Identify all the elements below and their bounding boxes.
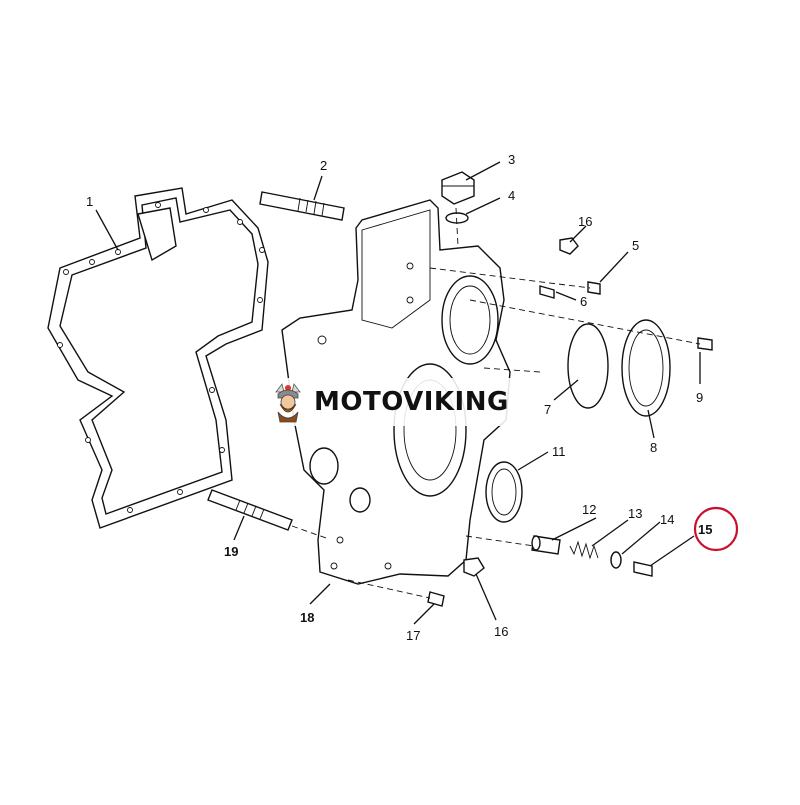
callout-17: 17 bbox=[406, 628, 420, 643]
callout-5: 5 bbox=[632, 238, 639, 253]
gasket-part bbox=[47, 187, 269, 529]
bolt-part-5 bbox=[587, 281, 601, 295]
washer-part bbox=[610, 551, 622, 569]
callout-2: 2 bbox=[320, 158, 327, 173]
valve-plunger-part bbox=[531, 535, 561, 555]
callout-19: 19 bbox=[224, 544, 238, 559]
highlight-circle bbox=[693, 506, 739, 552]
viking-mascot-icon bbox=[275, 383, 301, 423]
callout-16-bottom: 16 bbox=[494, 624, 508, 639]
assembly-axis bbox=[291, 525, 327, 539]
assembly-axis bbox=[455, 207, 459, 247]
bolt-part-9 bbox=[697, 337, 713, 351]
nut-part-16b bbox=[463, 557, 485, 577]
callout-13: 13 bbox=[628, 506, 642, 521]
callout-11: 11 bbox=[552, 444, 566, 459]
nut-part-16a bbox=[559, 237, 579, 255]
callout-18: 18 bbox=[300, 610, 314, 625]
stud-part bbox=[259, 191, 345, 221]
watermark-text: MOTOVIKING bbox=[314, 387, 509, 417]
callout-9: 9 bbox=[696, 390, 703, 405]
gasket-bolt-holes bbox=[57, 202, 265, 513]
cover-plate-part bbox=[621, 319, 671, 417]
callout-16-top: 16 bbox=[578, 214, 592, 229]
callout-14: 14 bbox=[660, 512, 674, 527]
callout-7: 7 bbox=[544, 402, 551, 417]
filler-cap-part bbox=[441, 171, 475, 205]
leader-lines bbox=[95, 161, 701, 625]
callout-4: 4 bbox=[508, 188, 515, 203]
assembly-axis bbox=[469, 299, 701, 345]
oil-seal-part bbox=[485, 461, 523, 523]
bolt-part-17 bbox=[427, 591, 445, 607]
spring-part bbox=[569, 540, 599, 560]
bolt-part-6 bbox=[539, 285, 555, 299]
callout-1: 1 bbox=[86, 194, 93, 209]
callout-6: 6 bbox=[580, 294, 587, 309]
assembly-axis bbox=[429, 267, 591, 289]
callout-12: 12 bbox=[582, 502, 596, 517]
plug-bolt-part bbox=[633, 561, 653, 577]
seal-part bbox=[567, 323, 609, 409]
assembly-axis bbox=[347, 579, 431, 599]
assembly-axis bbox=[465, 535, 535, 547]
stud-part-19 bbox=[207, 489, 293, 531]
callout-8: 8 bbox=[650, 440, 657, 455]
callout-3: 3 bbox=[508, 152, 515, 167]
watermark-banner: MOTOVIKING bbox=[262, 378, 534, 426]
callout-15: 15 bbox=[698, 522, 712, 537]
